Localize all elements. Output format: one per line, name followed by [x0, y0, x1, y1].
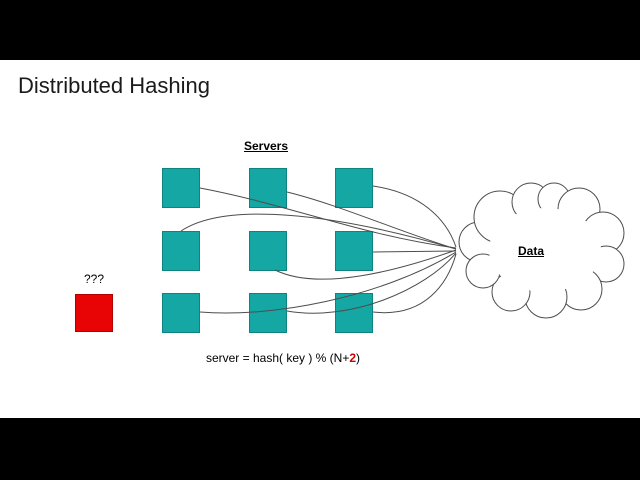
- server-node-5: [249, 231, 287, 271]
- unknown-server-node: [75, 294, 113, 332]
- server-node-6: [335, 231, 373, 271]
- hash-formula: server = hash( key ) % (N+2): [0, 351, 566, 365]
- server-node-7: [162, 293, 200, 333]
- formula-prefix: server = hash( key ) % (N+: [205, 351, 350, 365]
- server-node-4: [162, 231, 200, 271]
- server-node-9: [335, 293, 373, 333]
- server-node-1: [162, 168, 200, 208]
- formula-highlight: 2: [349, 351, 357, 365]
- slide-title: Distributed Hashing: [18, 73, 210, 98]
- server-node-2: [249, 168, 287, 208]
- formula-suffix: ): [356, 351, 361, 365]
- unknown-node-label: ???: [83, 272, 105, 286]
- letterbox-bottom: [0, 418, 640, 480]
- server-node-8: [249, 293, 287, 333]
- server-node-3: [335, 168, 373, 208]
- letterbox-top: [0, 0, 640, 60]
- data-label: Data: [517, 244, 544, 258]
- servers-label: Servers: [243, 139, 289, 153]
